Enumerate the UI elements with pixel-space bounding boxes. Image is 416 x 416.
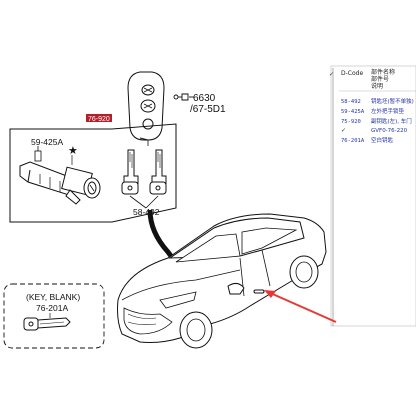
car-illustration	[117, 213, 327, 349]
table-header-qty: 部件号	[371, 75, 389, 83]
key-emblem-icon	[173, 93, 194, 101]
mechanical-key-icon	[121, 149, 139, 195]
fob-code-1: 6630	[193, 93, 216, 104]
table-row[interactable]: 75-920 副钥匙(左), 车门	[341, 117, 412, 125]
key-blank-icon	[23, 317, 71, 331]
table-row-code: 75-920	[341, 119, 361, 125]
table-header-name: 部件名称	[371, 68, 395, 76]
lock-set-tag: 76-920	[86, 114, 112, 123]
door-lock-cylinder-icon	[19, 161, 101, 205]
table-row-desc: 副钥匙(左), 车门	[371, 117, 412, 125]
table-row-code: 58-492	[341, 99, 361, 105]
mechanical-key-icon	[149, 149, 167, 195]
table-row[interactable]: 58-492 钥匙坯(暂不单独)	[341, 97, 414, 105]
key-blank-title: (KEY, BLANK)	[26, 292, 80, 302]
table-row-desc: 左外把手锁垫	[371, 107, 405, 115]
table-header-code: D-Code	[341, 70, 363, 77]
door-handle-pointer-arrow	[264, 290, 337, 323]
table-check-1: ✓	[329, 71, 334, 78]
table-row-desc: 空白钥匙	[371, 136, 394, 144]
table-row-code: 76-201A	[341, 138, 365, 144]
table-row[interactable]: ✓ GVF0-76-220	[341, 127, 408, 134]
star-marker: ★	[68, 144, 78, 157]
key-blank-part: 76-201A	[36, 303, 68, 313]
table-row-desc: 钥匙坯(暂不单独)	[371, 97, 414, 105]
lock-set-tag-label: 76-920	[88, 116, 110, 123]
parts-table: ✓ D-Code 部件名称 部件号 说明 58-492 钥匙坯(暂不单独) 59…	[329, 65, 416, 327]
smart-key-fob-icon	[127, 71, 165, 141]
table-row[interactable]: 76-201A 空白钥匙	[341, 136, 394, 144]
table-row[interactable]: 59-425A 左外把手锁垫	[341, 107, 405, 115]
keys-part-label: 58-492	[133, 207, 160, 217]
lock-set-frame	[9, 123, 177, 223]
table-row-code: 59-425A	[341, 109, 365, 115]
cylinder-part-label: 59-425A	[31, 137, 63, 147]
table-row-check: ✓	[341, 127, 346, 134]
key-blank-frame	[3, 283, 105, 349]
table-header-desc: 说明	[371, 82, 383, 90]
table-row-desc: GVF0-76-220	[371, 128, 408, 134]
fob-code-2: /67-5D1	[190, 104, 226, 115]
cylinder-part-screw	[34, 146, 42, 162]
